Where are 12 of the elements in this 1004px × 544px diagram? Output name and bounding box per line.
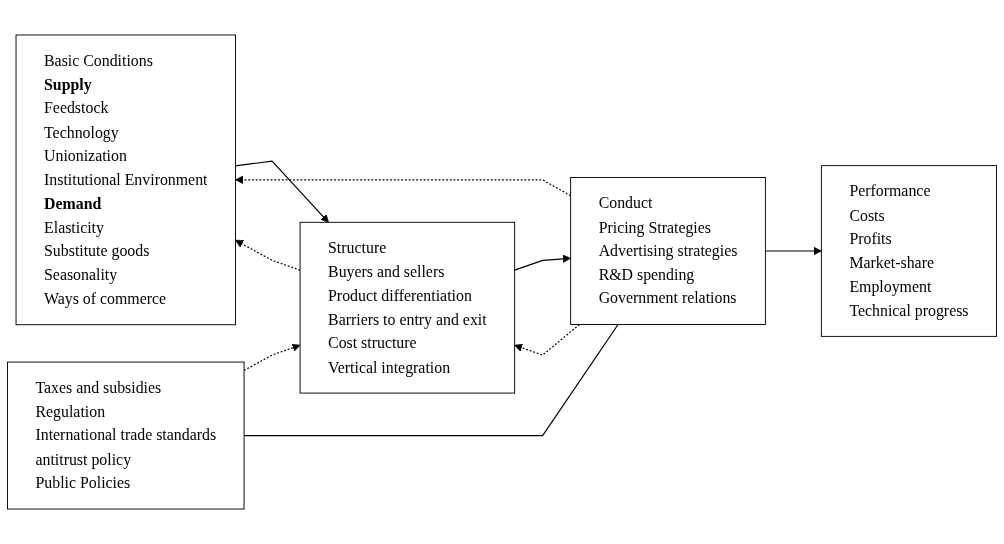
arrow [764,246,822,256]
arrow [235,175,572,197]
node-box: Conduct Pricing Strategies Advertising strategies R&D spending Government relations [570,177,766,325]
node-box: Structure Buyers and sellers Product differentiation Barriers to entry and exit Cost structure Vertical integration [299,221,516,394]
arrow [234,160,329,223]
node-box: Taxes and subsidies Regulation International trade standards antitrust policy Public Policies [7,361,245,510]
node-box: Performance Costs Profits Market-share Employment Technical progress [820,165,997,337]
connector [243,323,619,437]
node-box: Basic Conditions Supply Feedstock Technology Unionization Institutional Environment Demand Elasticity Substitute goods Seasonality Ways of commerce [15,34,236,326]
arrow [235,239,301,271]
arrow [514,254,571,271]
arrow [514,323,581,356]
